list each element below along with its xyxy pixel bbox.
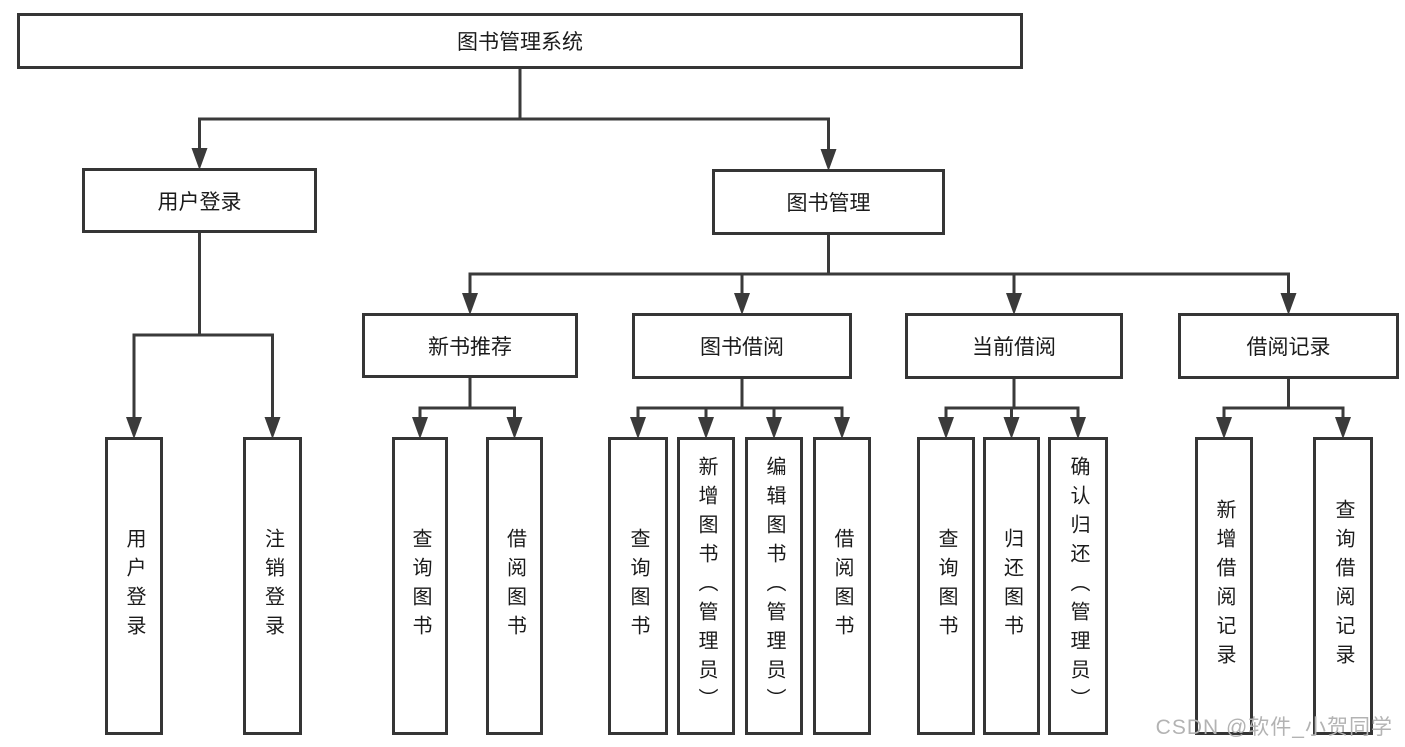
node-user-login-action: 用户登录 xyxy=(105,437,163,735)
arrowhead-down-icon xyxy=(820,149,837,171)
node-borrow-books-borrow: 借阅图书 xyxy=(813,437,871,735)
arrowhead-down-icon xyxy=(1280,293,1297,315)
arrowhead-down-icon xyxy=(1335,417,1351,439)
arrowhead-down-icon xyxy=(834,417,850,439)
node-new-book-recommend: 新书推荐 xyxy=(362,313,578,378)
node-confirm-return-admin: 确认归还（管理员） xyxy=(1048,437,1108,735)
arrowhead-down-icon xyxy=(1006,293,1022,315)
node-library-system: 图书管理系统 xyxy=(17,13,1023,69)
arrowhead-down-icon xyxy=(462,293,478,315)
edge-current-borrow-children xyxy=(938,379,1086,439)
node-user-login: 用户登录 xyxy=(82,168,317,233)
arrowhead-down-icon xyxy=(1003,417,1020,439)
node-book-management: 图书管理 xyxy=(712,169,945,235)
node-current-borrow: 当前借阅 xyxy=(905,313,1123,379)
edge-library-system-children xyxy=(191,69,837,171)
node-query-books-recommend: 查询图书 xyxy=(392,437,448,735)
node-return-book: 归还图书 xyxy=(983,437,1040,735)
node-logout-action: 注销登录 xyxy=(243,437,302,735)
arrowhead-down-icon xyxy=(1070,417,1086,439)
node-query-borrow-record: 查询借阅记录 xyxy=(1313,437,1373,735)
node-book-borrow: 图书借阅 xyxy=(632,313,852,379)
arrowhead-down-icon xyxy=(938,417,954,439)
edge-new-book-recommend-children xyxy=(412,378,523,439)
edge-borrow-records-children xyxy=(1216,379,1351,439)
arrowhead-down-icon xyxy=(766,417,782,439)
edge-book-management-children xyxy=(462,235,1297,315)
arrowhead-down-icon xyxy=(264,417,281,439)
node-edit-book-admin: 编辑图书（管理员） xyxy=(745,437,803,735)
edge-book-borrow-children xyxy=(630,379,850,439)
arrowhead-down-icon xyxy=(1216,417,1232,439)
node-add-borrow-record: 新增借阅记录 xyxy=(1195,437,1253,735)
node-query-books-current: 查询图书 xyxy=(917,437,975,735)
arrowhead-down-icon xyxy=(126,417,142,439)
node-query-books-borrow: 查询图书 xyxy=(608,437,668,735)
arrowhead-down-icon xyxy=(734,293,750,315)
arrowhead-down-icon xyxy=(506,417,523,439)
edge-user-login-children xyxy=(126,233,281,439)
arrowhead-down-icon xyxy=(191,148,208,170)
node-add-book-admin: 新增图书（管理员） xyxy=(677,437,735,735)
node-borrow-books-recommend: 借阅图书 xyxy=(486,437,543,735)
arrowhead-down-icon xyxy=(698,417,714,439)
arrowhead-down-icon xyxy=(412,417,428,439)
node-borrow-records: 借阅记录 xyxy=(1178,313,1399,379)
arrowhead-down-icon xyxy=(630,417,646,439)
